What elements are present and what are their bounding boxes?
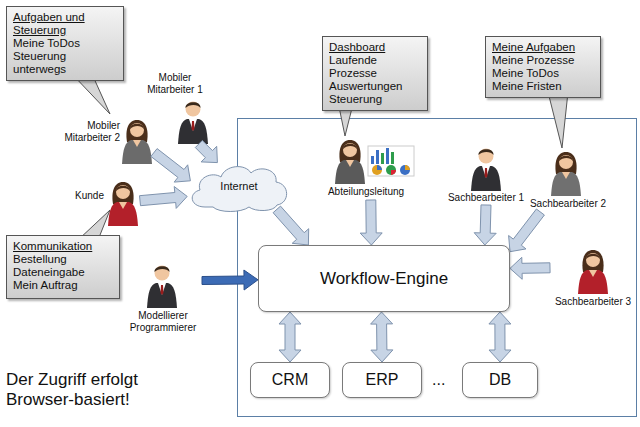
block-arrow: [509, 209, 545, 252]
block-arrow: [140, 187, 188, 209]
callout-item: Auswertungen: [329, 80, 421, 93]
callout-item: Bestellung: [13, 253, 113, 266]
callout-box: DashboardLaufende ProzesseAuswertungenSt…: [322, 36, 428, 111]
person-node: Mobiler Mitarbeiter 1: [138, 72, 214, 144]
callout-heading: Meine Aufgaben: [492, 41, 594, 54]
chart-icon: [368, 146, 414, 176]
callout-item: Meine ToDos: [13, 37, 117, 50]
node-label: ERP: [366, 371, 399, 389]
callout-item: Mein Auftrag: [13, 279, 113, 292]
ellipsis-label: ...: [432, 370, 445, 389]
block-arrow: [202, 270, 258, 290]
callout-tails: [72, 74, 568, 240]
node-label: Workflow-Engine: [320, 269, 448, 289]
block-arrow: [151, 149, 191, 183]
block-arrow: [474, 205, 496, 245]
node-label: DB: [489, 371, 511, 389]
block-arrow: [273, 206, 309, 245]
callout-heading: Aufgaben und Steuerung: [13, 11, 117, 37]
callout-item: Dateneingabe: [13, 266, 113, 279]
system-box: ERP: [342, 362, 422, 398]
person-label: Abteilungsleitung: [318, 186, 414, 198]
system-box: DB: [462, 362, 538, 398]
block-arrow: [195, 141, 217, 163]
callout-item: Meine Prozesse: [492, 54, 594, 67]
callout-item: Steuerung unterwegs: [13, 50, 117, 76]
note-text: Der Zugriff erfolgt Browser-basiert!: [6, 370, 196, 411]
system-boundary: [238, 119, 637, 417]
person-node: Mobiler Mitarbeiter 2: [54, 118, 154, 164]
person-node: Abteilungsleitung: [318, 138, 414, 200]
callout-item: Meine ToDos: [492, 67, 594, 80]
node-label: Internet: [220, 180, 257, 192]
node-label: CRM: [272, 371, 308, 389]
person-node: Sachbearbeiter 3: [550, 248, 636, 310]
callout-heading: Kommunikation: [13, 240, 113, 253]
person-label: Sachbearbeiter 1: [444, 192, 528, 204]
callout-item: Steuerung: [329, 93, 421, 106]
block-arrow: [510, 257, 550, 279]
person-label: Kunde: [60, 190, 104, 202]
callout-box: Meine AufgabenMeine ProzesseMeine ToDosM…: [485, 36, 601, 98]
person-node: Sachbearbeiter 2: [522, 150, 614, 212]
person-label: Sachbearbeiter 3: [550, 296, 636, 308]
system-box: Workflow-Engine: [258, 245, 510, 312]
callout-item: Laufende Prozesse: [329, 54, 421, 80]
block-arrow: [489, 312, 511, 362]
person-label: Mobiler Mitarbeiter 1: [138, 72, 212, 96]
person-label: Sachbearbeiter 2: [522, 198, 614, 210]
callout-box: Aufgaben und SteuerungMeine ToDosSteueru…: [6, 6, 124, 81]
callout-box: KommunikationBestellungDateneingabeMein …: [6, 235, 120, 299]
internet-cloud: Internet: [185, 160, 293, 212]
person-node: Kunde: [60, 180, 140, 226]
callout-item: Meine Fristen: [492, 80, 594, 93]
person-node: Sachbearbeiter 1: [444, 145, 528, 205]
callout-heading: Dashboard: [329, 41, 421, 54]
block-arrow: [371, 312, 393, 362]
block-arrow: [360, 200, 382, 245]
person-label: Mobiler Mitarbeiter 2: [54, 120, 120, 144]
system-box: CRM: [250, 362, 330, 398]
person-node: Modellierer Programmierer: [124, 262, 202, 336]
block-arrow: [279, 312, 301, 362]
person-label: Modellierer Programmierer: [124, 310, 202, 334]
